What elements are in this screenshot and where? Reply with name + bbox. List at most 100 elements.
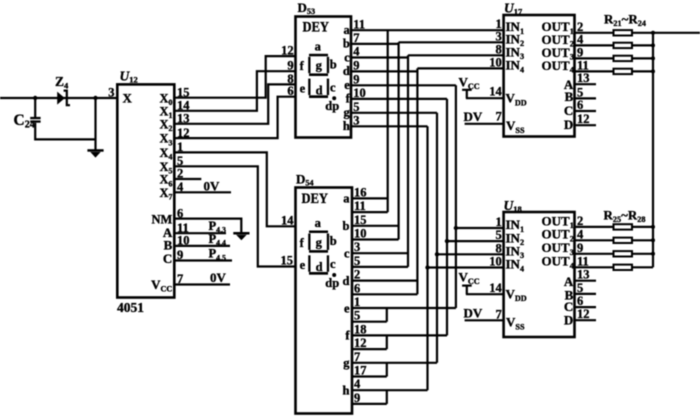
svg-text:12: 12 [177, 126, 190, 140]
svg-text:10: 10 [489, 255, 502, 269]
svg-text:e: e [300, 258, 306, 272]
svg-text:VSS​: VSS​ [506, 315, 525, 332]
svg-text:4: 4 [577, 227, 584, 241]
svg-text:OUT1​: OUT1​ [542, 213, 574, 230]
svg-text:5: 5 [354, 254, 360, 268]
svg-text:3: 3 [108, 85, 114, 99]
svg-text:U17​: U17​ [504, 0, 523, 16]
svg-text:e: e [300, 81, 306, 95]
svg-text:10: 10 [489, 55, 502, 69]
svg-text:4: 4 [577, 32, 584, 46]
svg-text:6: 6 [577, 294, 583, 308]
svg-text:a: a [343, 192, 350, 206]
svg-text:4: 4 [177, 180, 184, 194]
svg-text:18: 18 [354, 322, 367, 336]
svg-text:OUT4​: OUT4​ [542, 58, 574, 75]
svg-text:d: d [343, 274, 350, 288]
svg-text:11: 11 [577, 58, 589, 72]
svg-text:13: 13 [177, 112, 190, 126]
svg-text:A: A [564, 77, 574, 92]
svg-text:3: 3 [354, 240, 360, 254]
svg-text:A: A [163, 225, 173, 240]
svg-text:OUT2​: OUT2​ [542, 32, 574, 49]
svg-text:a: a [344, 23, 351, 37]
svg-text:IN3​: IN3​ [506, 244, 525, 261]
svg-text:DEY: DEY [302, 191, 329, 207]
svg-text:B: B [565, 89, 574, 104]
svg-text:dp: dp [325, 276, 339, 290]
svg-text:B: B [164, 238, 173, 253]
svg-text:IN1​: IN1​ [506, 217, 525, 234]
svg-text:14: 14 [177, 99, 190, 113]
svg-text:C: C [564, 103, 573, 118]
svg-text:A: A [564, 274, 574, 289]
svg-text:9: 9 [354, 391, 360, 405]
svg-text:OUT4​: OUT4​ [542, 254, 574, 271]
svg-text:OUT2​: OUT2​ [542, 227, 574, 244]
svg-text:e: e [344, 78, 350, 92]
svg-text:IN3​: IN3​ [506, 45, 525, 62]
svg-text:c: c [344, 50, 350, 64]
svg-text:B: B [565, 287, 574, 302]
svg-text:NM: NM [151, 212, 172, 226]
svg-text:9: 9 [577, 241, 583, 255]
svg-text:OUT1​: OUT1​ [542, 19, 574, 36]
svg-text:D: D [564, 312, 573, 327]
svg-text:2: 2 [577, 214, 583, 228]
svg-text:OUT3​: OUT3​ [542, 45, 574, 62]
svg-text:5: 5 [577, 281, 583, 295]
svg-text:15: 15 [281, 253, 294, 267]
svg-text:c: c [330, 80, 336, 94]
svg-text:5: 5 [577, 85, 583, 99]
svg-text:11: 11 [177, 221, 189, 235]
svg-text:d: d [316, 260, 323, 274]
svg-text:7: 7 [353, 31, 359, 45]
svg-text:6: 6 [577, 98, 583, 112]
svg-text:e: e [344, 301, 350, 315]
svg-text:X: X [123, 90, 133, 105]
svg-text:9: 9 [353, 72, 359, 86]
svg-text:15: 15 [354, 213, 367, 227]
svg-text:c: c [330, 257, 336, 271]
svg-text:2: 2 [177, 167, 183, 181]
svg-text:0V: 0V [204, 179, 221, 194]
svg-text:OUT3​: OUT3​ [542, 240, 574, 257]
svg-text:h: h [343, 384, 350, 398]
svg-text:14: 14 [281, 214, 294, 228]
svg-text:d: d [316, 83, 323, 97]
svg-text:U12​: U12​ [120, 68, 138, 84]
svg-text:g: g [343, 356, 350, 370]
svg-text:D: D [564, 117, 573, 132]
svg-text:a: a [315, 39, 322, 53]
svg-text:9: 9 [177, 248, 183, 262]
svg-text:11: 11 [353, 17, 365, 31]
svg-text:16: 16 [354, 185, 367, 199]
svg-text:17: 17 [354, 364, 367, 378]
svg-text:b: b [330, 57, 337, 71]
svg-text:IN4​: IN4​ [506, 257, 525, 274]
svg-text:a: a [315, 216, 322, 230]
svg-text:f: f [300, 236, 305, 250]
svg-text:8: 8 [496, 42, 502, 56]
svg-text:7: 7 [354, 350, 360, 364]
svg-text:U18​: U18​ [504, 198, 522, 214]
svg-text:12: 12 [577, 112, 590, 126]
svg-text:8: 8 [496, 241, 502, 255]
svg-text:4051: 4051 [117, 300, 144, 315]
svg-text:6: 6 [177, 206, 183, 220]
svg-text:b: b [330, 234, 337, 248]
svg-text:13: 13 [577, 268, 590, 282]
svg-text:3: 3 [496, 29, 502, 43]
svg-text:dp: dp [325, 99, 339, 113]
svg-text:9: 9 [353, 58, 359, 72]
svg-text:10: 10 [354, 227, 367, 241]
svg-text:5: 5 [177, 154, 183, 168]
svg-text:g: g [344, 106, 351, 120]
svg-text:7: 7 [177, 272, 183, 286]
svg-text:4: 4 [353, 45, 360, 59]
svg-text:1: 1 [496, 17, 502, 31]
svg-text:9: 9 [287, 59, 293, 73]
svg-text:10: 10 [177, 234, 190, 248]
svg-text:15: 15 [177, 85, 190, 99]
svg-text:12: 12 [354, 336, 367, 350]
